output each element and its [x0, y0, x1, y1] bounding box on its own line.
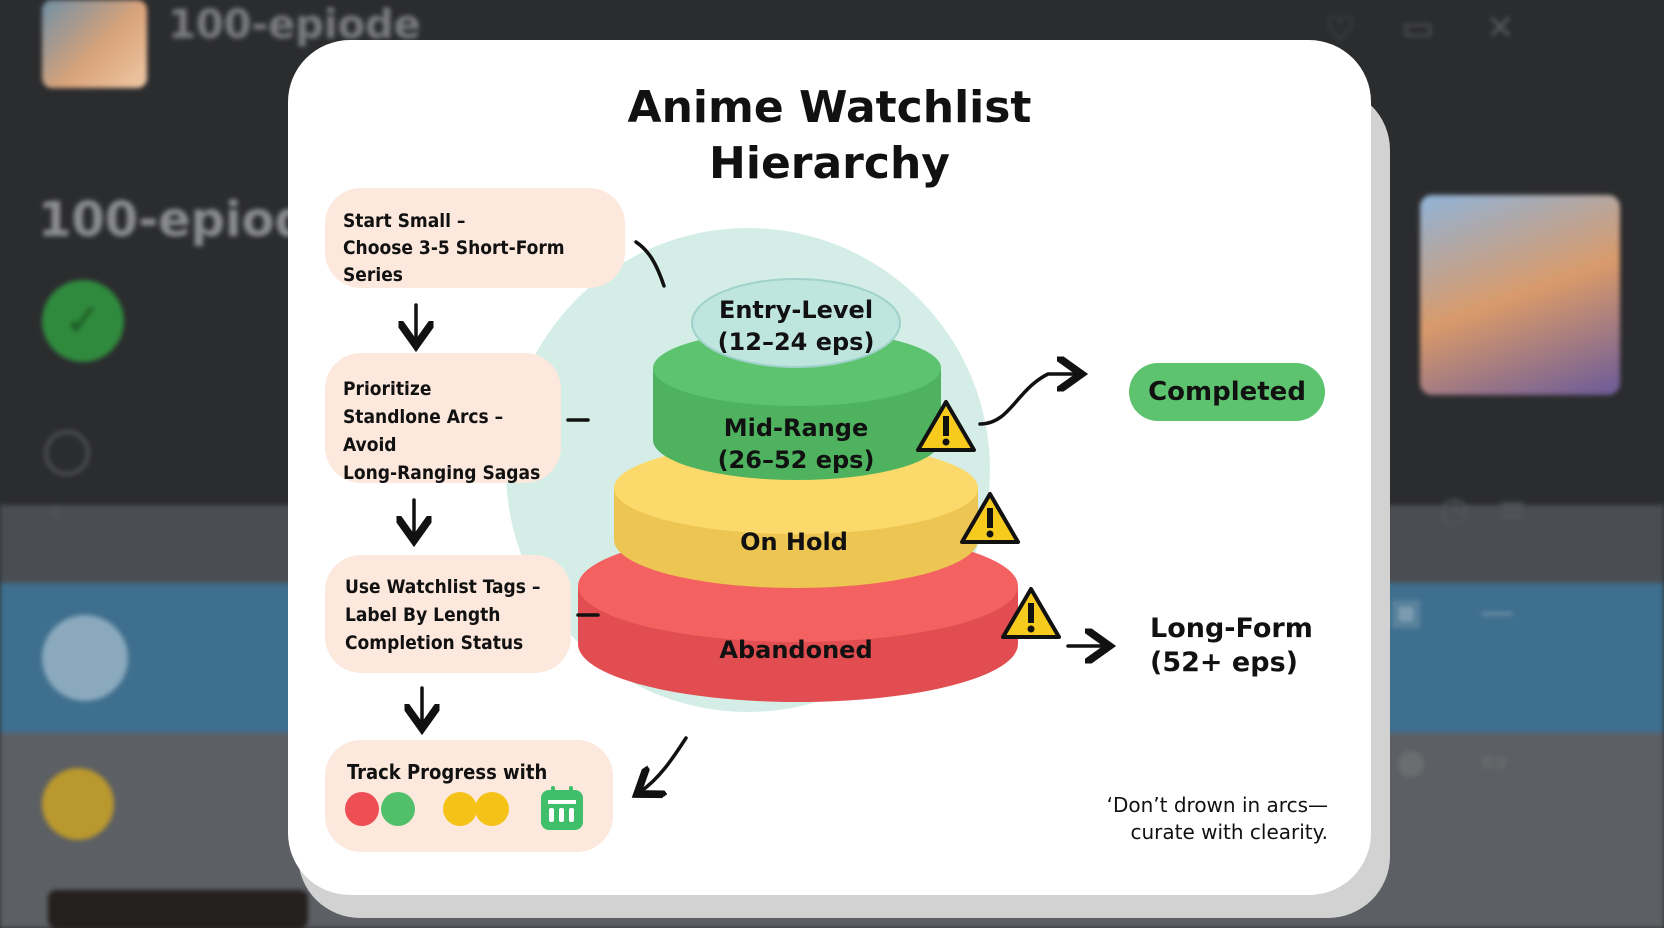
settings-icon: ●: [1396, 742, 1426, 782]
ring-icon: [44, 430, 90, 476]
tier-name: Mid-Range: [723, 414, 869, 442]
tier-label-abandoned: Abandoned: [696, 634, 896, 666]
step-start-small: Start Small – Choose 3-5 Short-Form Seri…: [325, 188, 625, 288]
status-long-form: Long-Form (52+ eps): [1150, 612, 1313, 680]
step-track-progress: Track Progress with: [325, 740, 613, 852]
watchlist-card: Anime Watchlist Hierarchy: [288, 40, 1371, 895]
step-text: Choose 3-5 Short-Form Series: [343, 237, 565, 286]
status-completed: Completed: [1129, 363, 1325, 421]
arrow-icon: [640, 736, 688, 792]
background-badge: [42, 768, 114, 840]
tier-entry-level: [691, 278, 901, 368]
step-text: Completion Status: [345, 632, 524, 654]
tier-on-hold: [614, 442, 978, 588]
tier-name: On Hold: [740, 528, 848, 556]
menu-icon: ≡: [1498, 490, 1527, 530]
step-text: Label By Length: [345, 604, 501, 626]
step-text: Start Small –: [343, 210, 466, 232]
tier-name: Entry-Level: [718, 296, 874, 324]
check-icon: ✓: [42, 280, 124, 362]
progress-dot-yellow: [443, 792, 477, 826]
progress-dot-green: [381, 792, 415, 826]
step-use-tags: Use Watchlist Tags – Label By Length Com…: [325, 555, 571, 673]
warning-icon: [916, 400, 976, 452]
tier-label-mid-range: Mid-Range (26–52 eps): [696, 412, 896, 476]
step-text: Prioritize: [343, 378, 432, 400]
tier-name: Abandoned: [719, 636, 873, 664]
step-text: Use Watchlist Tags –: [345, 576, 541, 598]
tier-label-on-hold: On Hold: [694, 526, 894, 558]
long-form-range: (52+ eps): [1150, 647, 1298, 678]
connector-line: [634, 240, 666, 288]
title-line-1: Anime Watchlist: [627, 82, 1032, 133]
tier-range: (12–24 eps): [717, 328, 875, 356]
lock-icon: ▣: [1390, 592, 1423, 632]
background-artwork: [1420, 195, 1620, 395]
calendar-icon: [541, 786, 583, 830]
timer-icon: ◷: [1440, 490, 1470, 530]
long-form-label: Long-Form: [1150, 613, 1313, 644]
step-text: Long-Ranging Sagas: [343, 462, 541, 484]
tier-range: (26–52 eps): [717, 446, 875, 474]
quote-line: curate with clearity.: [1130, 820, 1328, 844]
tier-label-entry-level: Entry-Level (12–24 eps): [696, 294, 896, 358]
warning-icon: [1001, 587, 1061, 639]
step-text: Track Progress with: [347, 760, 548, 784]
tools-icon: ✕: [1486, 8, 1515, 48]
expand-icon: ⇔: [1480, 742, 1509, 782]
warning-icon: [960, 492, 1020, 544]
window-icon: ▭: [1402, 8, 1435, 48]
background-video-thumb: [48, 890, 308, 928]
minus-icon: —: [1480, 592, 1514, 632]
back-icon: ‹: [48, 492, 62, 532]
arrow-right-icon: [978, 374, 1078, 426]
diagram-canvas: [288, 228, 1371, 895]
step-text: Standlone Arcs – Avoid: [343, 406, 504, 456]
progress-dot-yellow: [475, 792, 509, 826]
background-thumbnail: [42, 0, 147, 88]
card-title: Anime Watchlist Hierarchy: [288, 80, 1371, 192]
progress-dot-red: [345, 792, 379, 826]
quote-line: ‘Don’t drown in arcs—: [1106, 793, 1328, 817]
background-avatar: [42, 615, 128, 701]
step-prioritize: Prioritize Standlone Arcs – Avoid Long-R…: [325, 353, 561, 484]
footer-quote: ‘Don’t drown in arcs— curate with cleari…: [1024, 792, 1328, 846]
title-line-2: Hierarchy: [709, 138, 950, 189]
